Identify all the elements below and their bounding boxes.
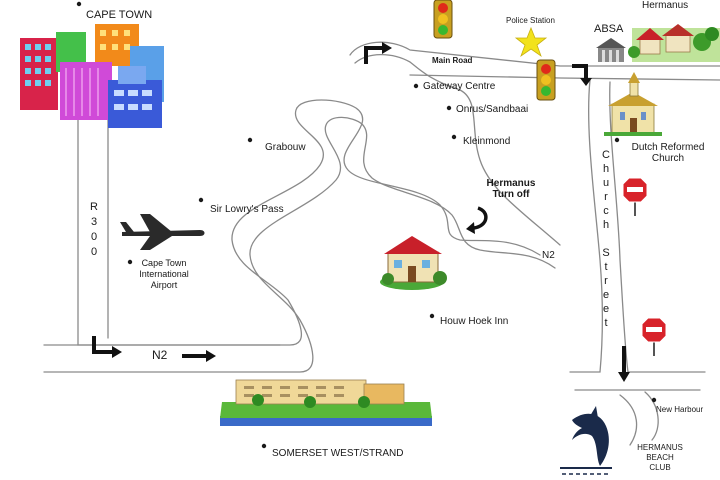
arrow-icon <box>92 336 112 354</box>
r300-char: 0 <box>90 246 98 258</box>
church-street-char: u <box>602 177 610 189</box>
church-street-char: h <box>602 219 610 231</box>
arrow-icon <box>382 42 392 54</box>
main-road-edge <box>354 53 561 246</box>
place-label-onrus: Onrus/Sandbaai <box>456 104 529 115</box>
road-label-main-road: Main Road <box>432 56 473 65</box>
main-road-lower <box>409 74 720 81</box>
place-label-airport: Cape Town International Airport <box>136 258 192 291</box>
airport-line2: International <box>139 269 189 279</box>
church-line1: Dutch Reformed <box>631 142 705 153</box>
arrow-icon <box>364 46 384 64</box>
traffic-light-icon <box>536 59 556 101</box>
place-label-beach-club: HERMANUS BEACH CLUB <box>628 443 692 473</box>
beach-resort-icon <box>220 379 432 426</box>
place-dots <box>76 1 657 449</box>
airport-line3: Airport <box>150 280 178 290</box>
stop-sign-icon <box>641 317 667 356</box>
church-street-char: e <box>602 289 610 301</box>
harbour-branch <box>619 394 638 446</box>
church-line2: Church <box>651 153 685 164</box>
place-label-kleinmond: Kleinmond <box>463 136 511 147</box>
church-street-char: r <box>604 191 608 203</box>
airport-line1: Cape Town <box>141 258 187 268</box>
place-label-houw-hoek-inn: Houw Hoek Inn <box>440 316 509 327</box>
church-street-char: t <box>604 261 608 273</box>
place-label-dutch-reformed-church: Dutch Reformed Church <box>622 142 714 164</box>
city-buildings-icon <box>20 24 164 128</box>
arrow-icon <box>572 64 588 78</box>
road-label-n2-right: N2 <box>542 250 555 261</box>
arrow-icon <box>206 350 216 362</box>
dolphin-icon <box>560 406 612 475</box>
airplane-icon <box>120 214 205 250</box>
church-street-gap <box>599 232 613 246</box>
arrow-icon <box>112 346 122 358</box>
beach-club-line2: BEACH <box>646 453 674 462</box>
place-label-new-harbour: New Harbour <box>656 405 704 414</box>
arrow-icon <box>473 206 488 230</box>
r300-char: 0 <box>90 231 98 243</box>
r300-char: R <box>90 201 98 213</box>
church-street-char: c <box>603 205 609 217</box>
beach-club-line1: HERMANUS <box>637 443 683 452</box>
church-street <box>569 79 603 373</box>
place-label-hermanus: Hermanus <box>642 0 689 11</box>
road-label-r300: R 3 0 0 <box>87 200 101 260</box>
harbour-branch-2 <box>644 391 659 441</box>
house-icon <box>380 236 447 290</box>
church-street-char: t <box>604 317 608 329</box>
turnoff-line2: Turn off <box>492 189 530 200</box>
place-label-grabouw: Grabouw <box>265 142 306 153</box>
main-road <box>349 41 720 67</box>
place-label-somerset-west: SOMERSET WEST/STRAND <box>272 448 404 459</box>
place-label-gateway-centre: Gateway Centre <box>423 81 496 92</box>
place-label-cape-town: CAPE TOWN <box>86 9 153 21</box>
church-street-char: S <box>602 247 610 259</box>
church-street-char: h <box>602 163 610 175</box>
village-icon <box>628 24 720 62</box>
star-icon <box>514 26 548 58</box>
place-label-police-station: Police Station <box>506 16 555 25</box>
church-street-char: C <box>602 149 610 161</box>
arrow-icon <box>580 78 592 86</box>
church-icon <box>604 72 662 136</box>
church-street-char: e <box>602 303 610 315</box>
n2-road-edge <box>43 116 556 373</box>
church-street-char: r <box>604 275 608 287</box>
road-label-n2-bottom: N2 <box>152 348 168 362</box>
stop-sign-icon <box>622 177 648 216</box>
traffic-light-icon <box>433 0 453 39</box>
place-label-sir-lowrys-pass: Sir Lowry's Pass <box>210 204 284 215</box>
arrow-icon <box>466 222 475 234</box>
n2-road <box>43 99 541 346</box>
place-label-absa: ABSA <box>594 23 624 35</box>
road-label-church-street: C h u r c h S t r e e t <box>599 148 613 330</box>
r300-char: 3 <box>90 216 98 228</box>
place-label-hermanus-turnoff: Hermanus Turn off <box>482 178 540 200</box>
arrow-icon <box>618 372 630 382</box>
beach-club-line3: CLUB <box>649 463 671 472</box>
bank-building-icon <box>596 38 626 62</box>
turnoff-line1: Hermanus <box>486 178 536 189</box>
